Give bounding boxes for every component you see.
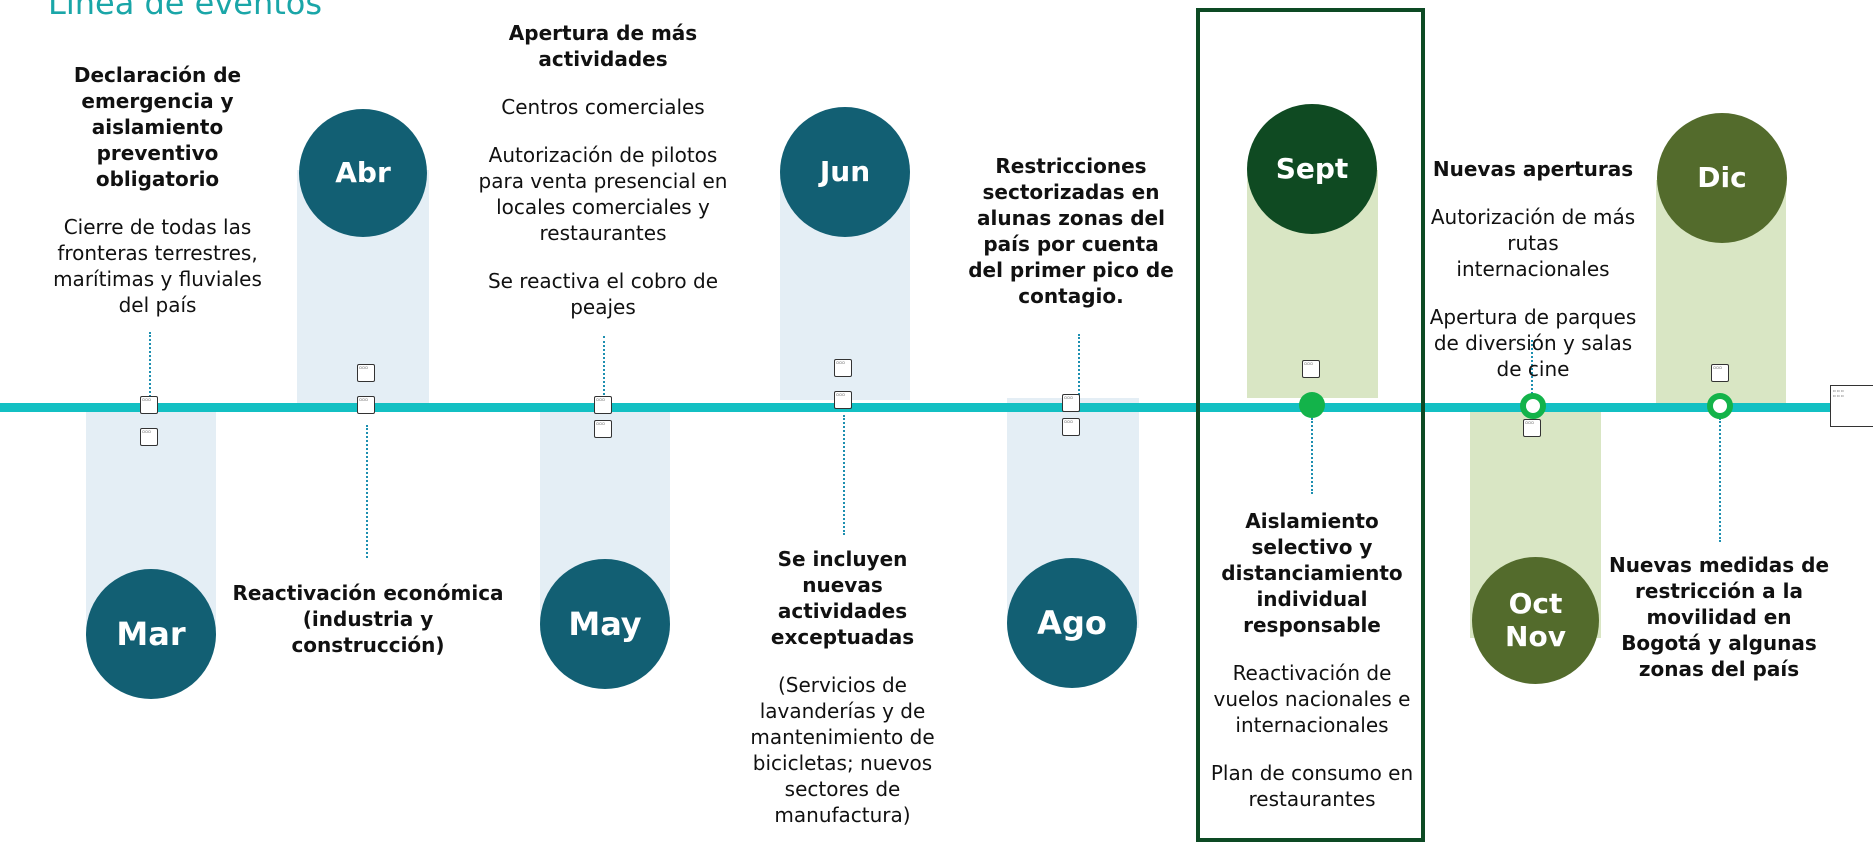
picture-placeholder-icon: ▫▫▫ <box>1062 394 1080 412</box>
month-circle-jun: Jun <box>780 107 910 237</box>
connector-abr <box>366 425 368 558</box>
picture-placeholder-icon: ▫▫▫ <box>1062 418 1080 436</box>
picture-placeholder-icon: ▫▫▫ <box>1302 360 1320 378</box>
event-oct-nov-detail-1: Autorización de más rutas internacionale… <box>1430 205 1636 281</box>
month-circle-abr: Abr <box>299 109 427 237</box>
event-sept-heading: Aislamiento selectivo y distanciamiento … <box>1221 509 1403 637</box>
connector-sept <box>1311 418 1313 494</box>
month-circle-sept: Sept <box>1247 104 1377 234</box>
picture-placeholder-icon: ▫▫▫ <box>594 420 612 438</box>
connector-oct-nov <box>1531 340 1533 398</box>
event-dic: Nuevas medidas de restricción a la movil… <box>1606 552 1832 682</box>
month-circle-oct-nov: Oct Nov <box>1472 557 1599 684</box>
event-mar-detail: Cierre de todas las fronteras terrestres… <box>53 215 262 317</box>
event-jun-detail: (Servicios de lavanderías y de mantenimi… <box>750 673 935 827</box>
event-may-detail-3: Se reactiva el cobro de peajes <box>487 269 719 319</box>
month-circle-dic: Dic <box>1657 113 1787 243</box>
event-oct-nov: Nuevas aperturas Autorización de más rut… <box>1428 156 1638 382</box>
event-may-detail-2: Autorización de pilotos para venta prese… <box>478 143 728 245</box>
picture-placeholder-icon: ▫ ▫ ▫▫ ▫ ▫ <box>1830 385 1873 427</box>
event-mar: Declaración de emergencia y aislamiento … <box>50 62 265 318</box>
picture-placeholder-icon: ▫▫▫ <box>140 428 158 446</box>
event-oct-nov-heading: Nuevas aperturas <box>1432 157 1634 181</box>
picture-placeholder-icon: ▫▫▫ <box>1523 419 1541 437</box>
marker-oct-nov <box>1520 393 1546 419</box>
connector-dic <box>1719 418 1721 542</box>
connector-may <box>603 336 605 399</box>
connector-jun <box>843 415 845 535</box>
marker-sept <box>1299 392 1325 418</box>
picture-placeholder-icon: ▫▫▫ <box>140 396 158 414</box>
highlight-frame-sept <box>1196 8 1425 842</box>
page-title: Línea de eventos <box>48 0 323 22</box>
event-ago-heading: Restricciones sectorizadas en alunas zon… <box>968 154 1174 308</box>
event-jun-heading: Se incluyen nuevas actividades exceptuad… <box>770 547 915 649</box>
event-abr: Reactivación económica (industria y cons… <box>232 580 504 658</box>
picture-placeholder-icon: ▫▫▫ <box>357 396 375 414</box>
event-dic-heading: Nuevas medidas de restricción a la movil… <box>1608 553 1830 681</box>
marker-dic <box>1707 393 1733 419</box>
picture-placeholder-icon: ▫▫▫ <box>834 359 852 377</box>
month-circle-may: May <box>540 559 670 689</box>
event-sept-detail-1: Reactivación de vuelos nacionales e inte… <box>1213 661 1411 737</box>
picture-placeholder-icon: ▫▫▫ <box>594 396 612 414</box>
event-ago: Restricciones sectorizadas en alunas zon… <box>966 153 1176 309</box>
event-may: Apertura de más actividades Centros come… <box>478 20 728 320</box>
timeline-line <box>0 403 1873 412</box>
connector-ago <box>1078 334 1080 399</box>
event-jun: Se incluyen nuevas actividades exceptuad… <box>740 546 945 828</box>
event-may-detail-1: Centros comerciales <box>501 95 705 119</box>
event-oct-nov-detail-2: Apertura de parques de diversión y salas… <box>1429 305 1637 381</box>
event-abr-heading: Reactivación económica (industria y cons… <box>232 581 504 657</box>
picture-placeholder-icon: ▫▫▫ <box>357 364 375 382</box>
event-sept-detail-2: Plan de consumo en restaurantes <box>1210 761 1414 811</box>
event-sept: Aislamiento selectivo y distanciamiento … <box>1202 508 1422 812</box>
event-mar-heading: Declaración de emergencia y aislamiento … <box>73 63 242 191</box>
month-circle-mar: Mar <box>86 569 216 699</box>
event-may-heading: Apertura de más actividades <box>508 21 698 71</box>
picture-placeholder-icon: ▫▫▫ <box>1711 364 1729 382</box>
month-circle-ago: Ago <box>1007 558 1137 688</box>
picture-placeholder-icon: ▫▫▫ <box>834 391 852 409</box>
connector-mar <box>149 332 151 400</box>
